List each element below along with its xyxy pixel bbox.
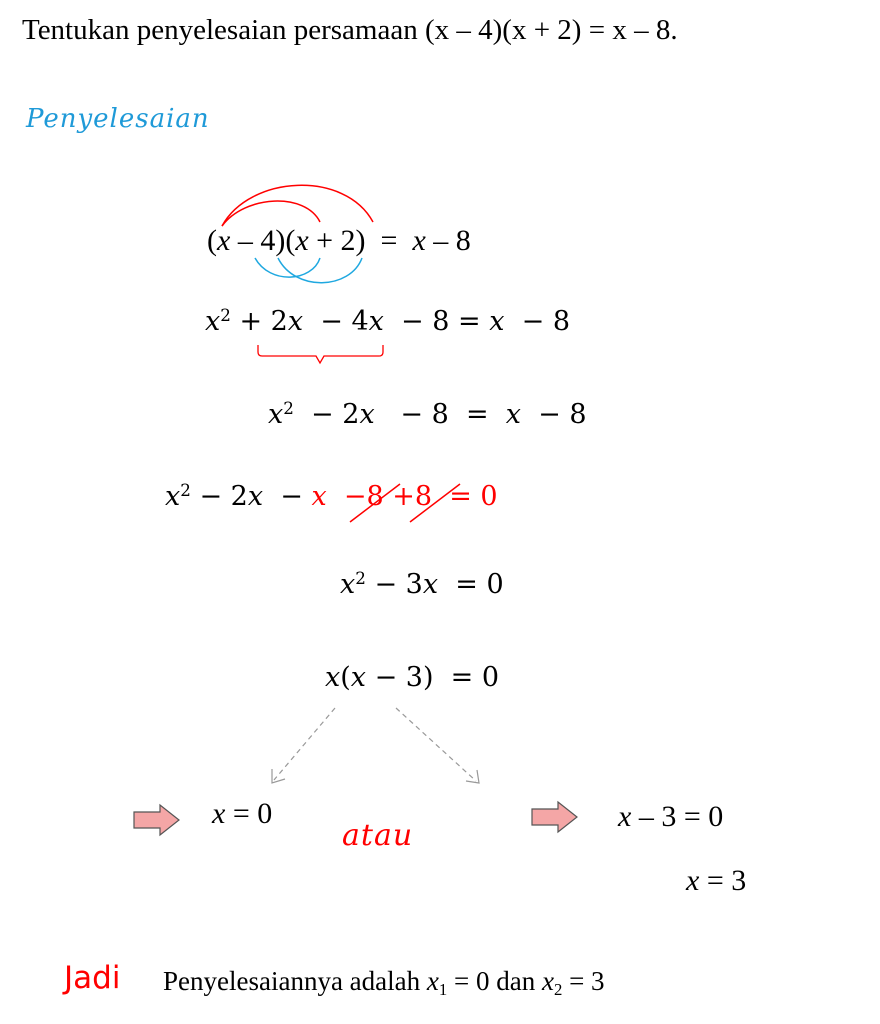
math-text: − 2 <box>293 399 360 430</box>
arrowhead-right <box>465 769 480 784</box>
variable: x <box>340 569 356 600</box>
block-arrow-right-icon <box>531 800 578 834</box>
red-arc-inner <box>221 200 321 227</box>
math-text: – 4)( <box>230 224 296 257</box>
conclusion-mid: = 0 dan <box>447 966 542 996</box>
math-text: – 3 = 0 <box>631 800 724 833</box>
strike-minus-8 <box>349 483 401 523</box>
grouping-brace <box>257 345 384 365</box>
variable: x <box>505 399 522 430</box>
case-right-result: x = 3 <box>686 864 746 898</box>
step-1: (x – 4)(x + 2) = x – 8 <box>207 224 471 258</box>
conclusion-end: = 3 <box>562 966 605 996</box>
variable: x <box>212 797 226 830</box>
variable: x <box>165 481 181 512</box>
step-5: x2 − 3x = 0 <box>340 569 504 600</box>
red-arc-outer <box>221 184 374 227</box>
heading: Penyelesaian <box>26 104 210 134</box>
exponent: 2 <box>283 397 294 418</box>
case-right: x – 3 = 0 <box>618 800 723 834</box>
math-text: − 4 <box>303 306 369 337</box>
variable: x <box>205 306 221 337</box>
math-text: − 3 <box>365 569 423 600</box>
math-text: + 2) = <box>308 224 413 257</box>
dashed-arrow-right <box>395 707 477 782</box>
math-text: − <box>263 481 312 512</box>
variable: x <box>325 662 341 693</box>
variable: x <box>311 481 327 512</box>
math-text: − 2 <box>190 481 248 512</box>
variable: x <box>217 224 231 257</box>
question-text: Tentukan penyelesaian persamaan <box>22 14 425 46</box>
math-text: − 3) = 0 <box>366 662 500 693</box>
exponent: 2 <box>355 567 366 588</box>
math-text: + 2 <box>230 306 288 337</box>
variable: x <box>268 399 284 430</box>
step-2: x2 + 2x − 4x − 8 = x − 8 <box>205 306 570 337</box>
variable: x <box>287 306 304 337</box>
variable: x <box>368 306 384 337</box>
x2: x <box>541 966 554 996</box>
dashed-arrow-left <box>273 707 336 781</box>
case-left: x = 0 <box>212 797 272 831</box>
exponent: 2 <box>180 479 191 500</box>
blue-arc-outer <box>277 257 363 284</box>
math-text: = 0 <box>438 569 504 600</box>
conclusion-label: Jadi <box>64 960 121 996</box>
block-arrow-left-icon <box>133 803 180 837</box>
arrowhead-left <box>271 769 286 784</box>
math-text: − 8 = <box>383 306 490 337</box>
math-text: − 8 = <box>374 399 506 430</box>
variable: x <box>412 224 426 257</box>
connector: atau <box>342 818 414 853</box>
variable: x <box>247 481 264 512</box>
exponent: 2 <box>220 304 231 325</box>
strike-plus-8 <box>409 483 461 523</box>
variable: x <box>489 306 505 337</box>
math-text: −8 +8 = 0 <box>326 481 498 512</box>
x1-sub: 1 <box>438 980 448 1000</box>
math-text: ( <box>207 224 217 257</box>
conclusion-text: Penyelesaiannya adalah <box>163 966 427 996</box>
blue-arc-inner <box>254 257 321 278</box>
x2-sub: 2 <box>553 980 563 1000</box>
math-text: – 8 <box>425 224 471 257</box>
variable: x <box>359 399 375 430</box>
math-text: − 8 <box>504 306 571 337</box>
math-text: = 0 <box>225 797 273 830</box>
step-3: x2 − 2x − 8 = x − 8 <box>268 399 587 430</box>
variable: x <box>350 662 367 693</box>
variable: x <box>618 800 632 833</box>
variable: x <box>422 569 439 600</box>
x1: x <box>426 966 439 996</box>
math-text: − 8 <box>521 399 587 430</box>
variable: x <box>686 864 700 897</box>
math-text: ( <box>340 662 351 693</box>
conclusion: Penyelesaiannya adalah x1 = 0 dan x2 = 3 <box>163 966 605 1000</box>
question: Tentukan penyelesaian persamaan (x – 4)(… <box>22 14 678 47</box>
math-text: = 3 <box>699 864 747 897</box>
question-equation: (x – 4)(x + 2) = x – 8. <box>424 14 678 46</box>
step-4: x2 − 2x − x −8 +8 = 0 <box>165 481 498 512</box>
step-6: x(x − 3) = 0 <box>325 662 499 693</box>
variable: x <box>295 224 309 257</box>
